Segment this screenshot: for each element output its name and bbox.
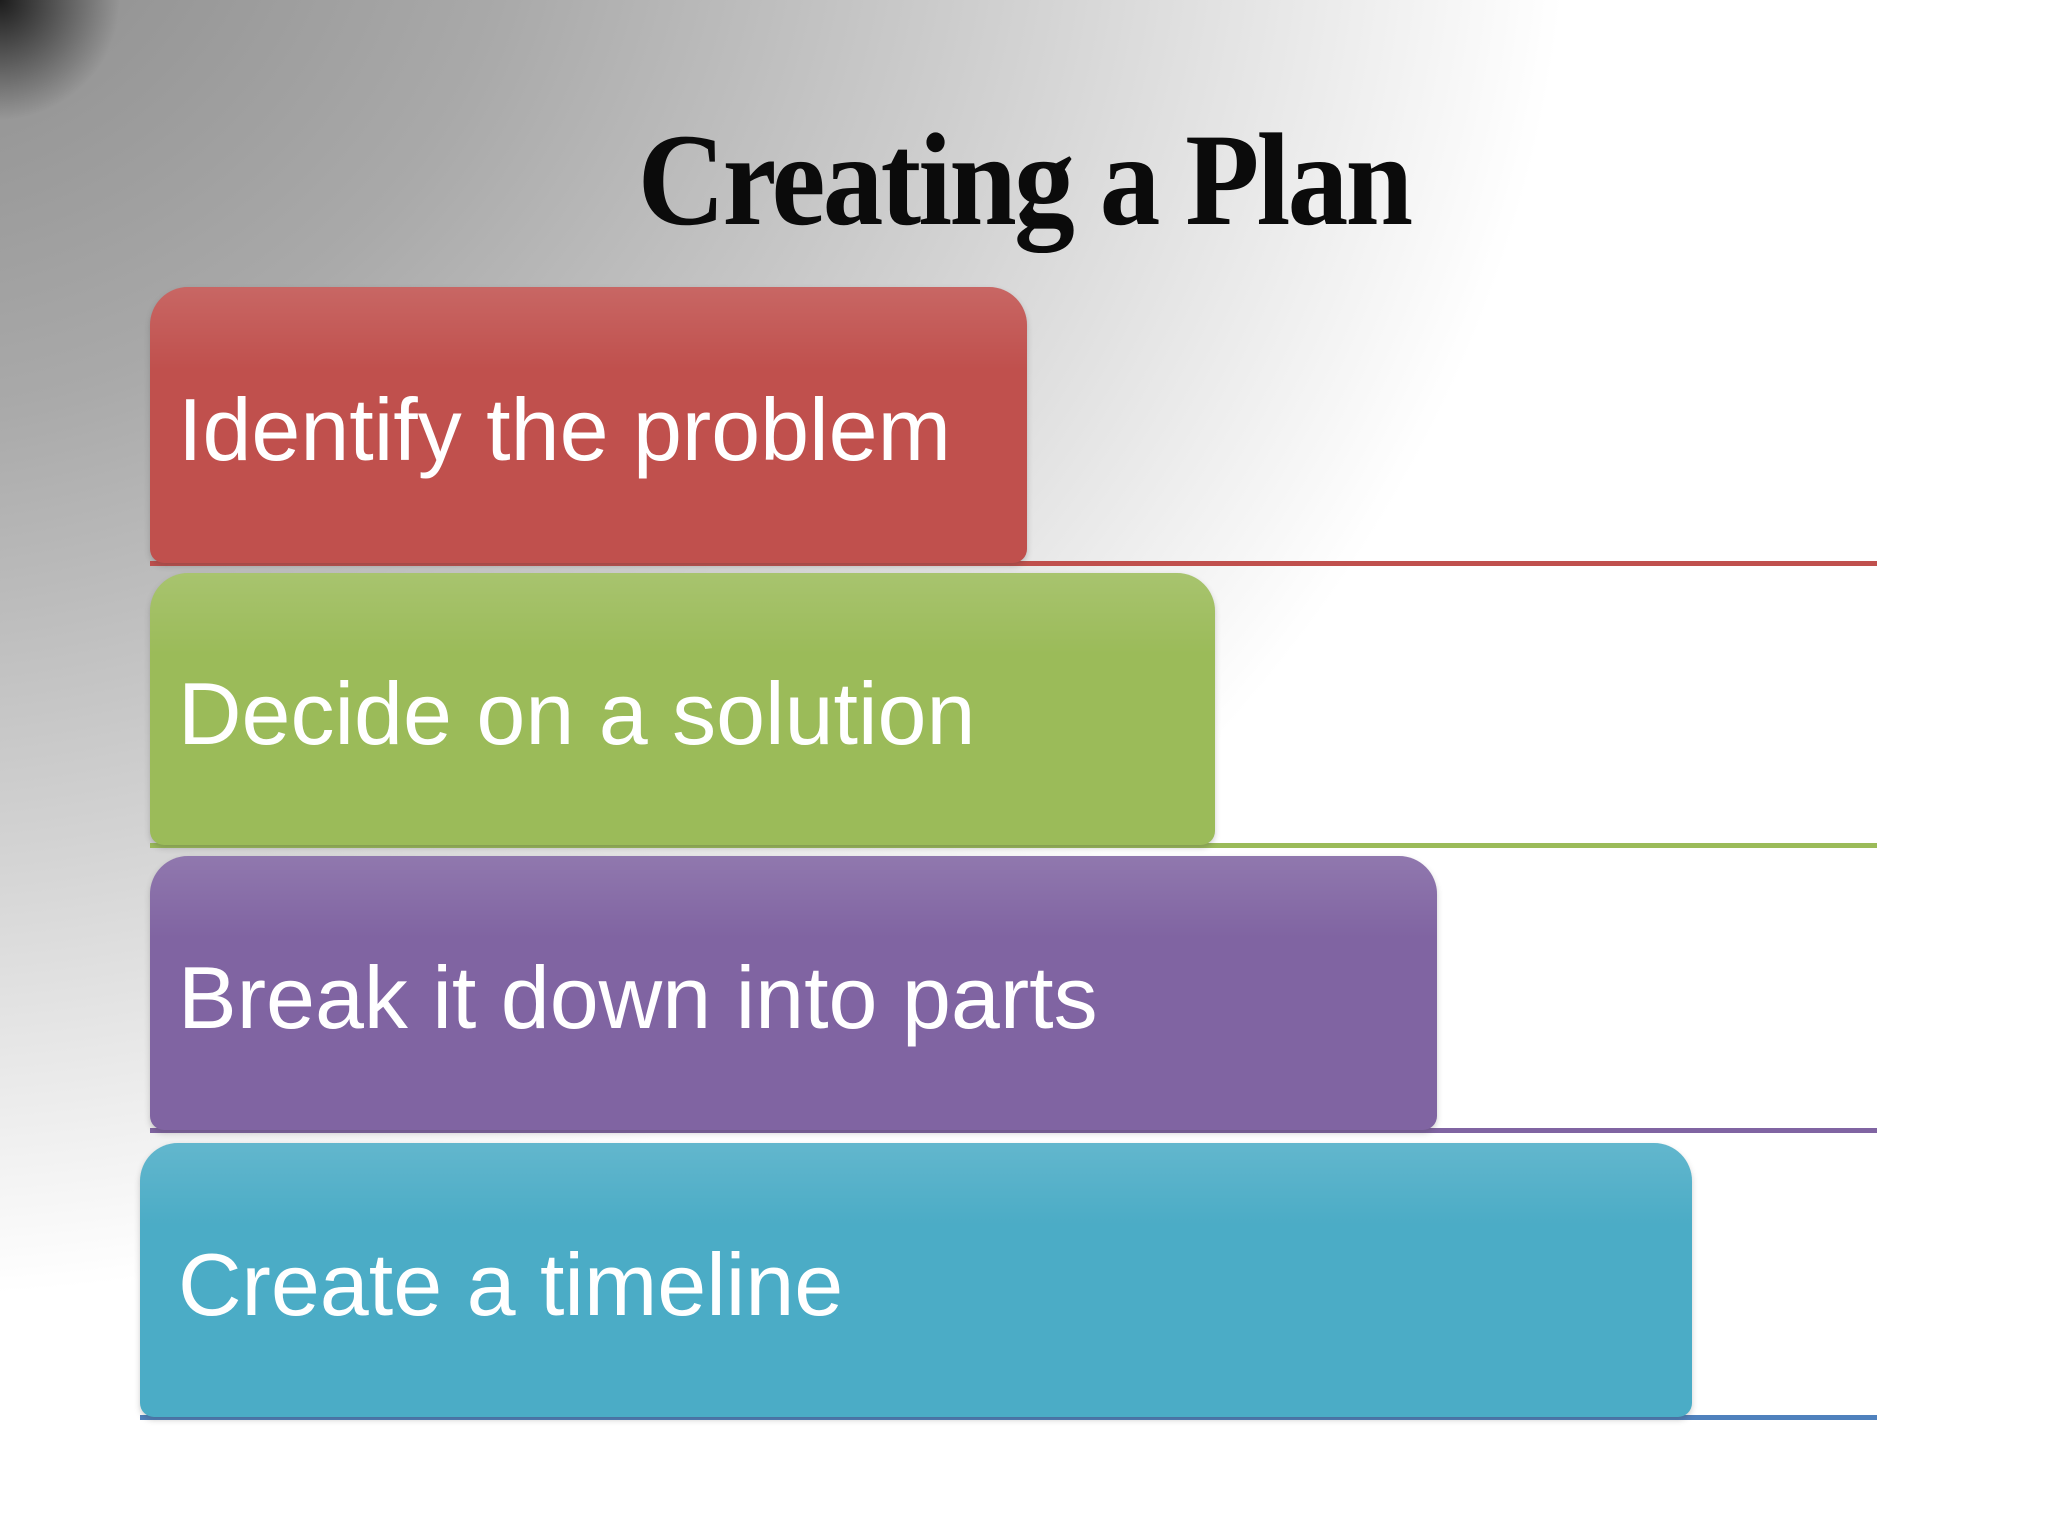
step-underline-3 xyxy=(150,1128,1877,1133)
step-underline-1 xyxy=(150,561,1877,566)
step-label: Create a timeline xyxy=(178,1235,844,1334)
step-bar-decide-on-a-solution: Decide on a solution xyxy=(150,573,1215,845)
step-underline-2 xyxy=(150,843,1877,848)
step-label: Decide on a solution xyxy=(178,664,976,763)
step-label: Break it down into parts xyxy=(178,948,1098,1047)
step-label: Identify the problem xyxy=(178,380,951,479)
slide-title: Creating a Plan xyxy=(637,106,1413,253)
step-underline-4 xyxy=(140,1415,1877,1420)
step-bar-identify-the-problem: Identify the problem xyxy=(150,287,1027,563)
step-bar-create-a-timeline: Create a timeline xyxy=(140,1143,1692,1417)
step-bar-break-it-down-into-parts: Break it down into parts xyxy=(150,856,1437,1130)
